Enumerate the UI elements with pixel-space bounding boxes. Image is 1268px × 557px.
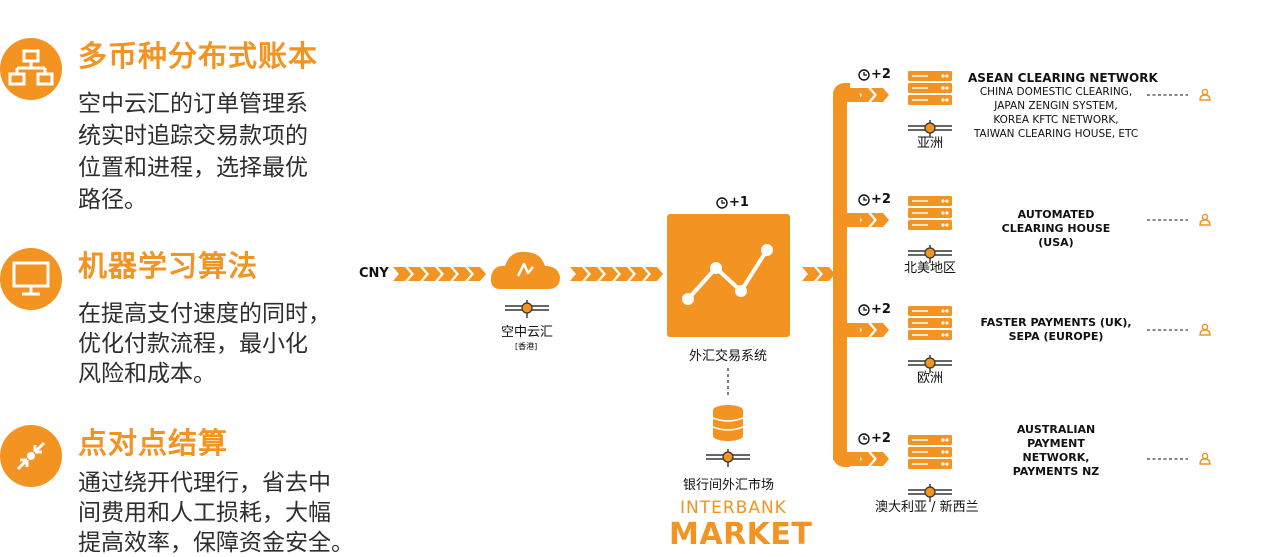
connector-icon [705,448,751,468]
feature-text-line: 统实时追踪交易款项的 [78,123,308,149]
feature-text-line: 位置和进程，选择最优 [78,155,308,181]
fx-system-label: 外汇交易系统 [689,349,768,364]
airwallex-sublabel: [香港] [515,342,538,351]
source-currency-label: CNY [359,266,389,281]
recipient-person-icon [1199,88,1211,101]
clearing-network-line: PAYMENT [1027,437,1085,450]
region-name: 北美地区 [904,261,957,276]
region-timer-value: +2 [871,431,891,446]
airwallex-cloud-icon [490,251,560,289]
region-name: 亚洲 [917,136,944,151]
clearing-network-line: CLEARING HOUSE [1001,222,1111,235]
connector-icon [504,299,550,319]
fx-system-box [667,214,790,337]
region-name: 欧洲 [917,371,944,386]
clearing-network-line: CHINA DOMESTIC CLEARING, [979,86,1133,98]
interbank-label-en: INTERBANK [680,498,787,518]
clearing-network-line: PAYMENTS NZ [1012,465,1100,478]
fx-to-bus-arrow [802,267,835,281]
monitor-icon [0,248,62,310]
recipient-person-icon [1199,323,1211,336]
clearing-network-line: AUTOMATED [1017,208,1095,221]
feature-text-line: 通过绕开代理行，省去中 [78,470,331,496]
region-branch [840,304,1211,374]
feature-text-line: 在提高支付速度的同时， [78,301,331,327]
server-icon [907,305,953,341]
clearing-network-line: FASTER PAYMENTS (UK), [980,316,1132,329]
clearing-network-line: NETWORK, [1022,451,1090,464]
airwallex-label: 空中云汇 [501,325,554,340]
clock-icon [858,304,870,316]
feature-text-line: 空中云汇的订单管理系 [78,91,308,117]
market-label: MARKET [669,517,813,552]
clock-icon [858,69,870,81]
cny-arrow [393,267,486,281]
clearing-network-line: SEPA (EUROPE) [1008,330,1104,343]
clearing-network-title: ASEAN CLEARING NETWORK [968,71,1158,85]
recipient-person-icon [1199,452,1211,465]
feature-title: 多币种分布式账本 [78,39,319,73]
server-icon [907,195,953,231]
clearing-network-line: TAIWAN CLEARING HOUSE, ETC [973,128,1139,140]
database-icon [712,405,744,441]
converge-arrows-icon [0,425,62,487]
airwallex-to-fx-arrow [570,267,663,281]
feature-title: 点对点结算 [78,426,229,460]
clearing-network-line: JAPAN ZENGIN SYSTEM, [994,100,1118,112]
server-icon [907,434,953,470]
clock-icon [858,194,870,206]
clearing-network-line: AUSTRALIAN [1016,423,1096,436]
feature-title: 机器学习算法 [78,249,259,283]
feature-text-line: 风险和成本。 [78,361,216,387]
clearing-network-label: FASTER PAYMENTS (UK),SEPA (EUROPE) [968,316,1144,344]
clock-icon [858,433,870,445]
region-branch [840,69,1211,139]
feature-text-line: 路径。 [78,187,147,213]
region-branches [840,69,1211,503]
feature-text-line: 优化付款流程，最小化 [78,331,308,357]
distribution-bus [833,83,850,467]
region-timer-value: +2 [871,67,891,82]
region-branch [840,433,1211,503]
region-name: 澳大利亚 / 新西兰 [875,500,979,515]
feature-text-line: 间费用和人工损耗，大幅 [78,500,331,526]
org-chart-icon [0,38,62,100]
server-icon [907,70,953,106]
clearing-network-line: (USA) [1038,236,1074,249]
recipient-person-icon [1199,213,1211,226]
region-timer-value: +2 [871,302,891,317]
region-timer-value: +2 [871,192,891,207]
clock-icon [716,197,728,209]
region-branch [840,194,1211,264]
clearing-network-line: KOREA KFTC NETWORK, [993,114,1119,126]
interbank-label-cn: 银行间外汇市场 [683,478,775,493]
fx-timer-value: +1 [729,195,749,210]
